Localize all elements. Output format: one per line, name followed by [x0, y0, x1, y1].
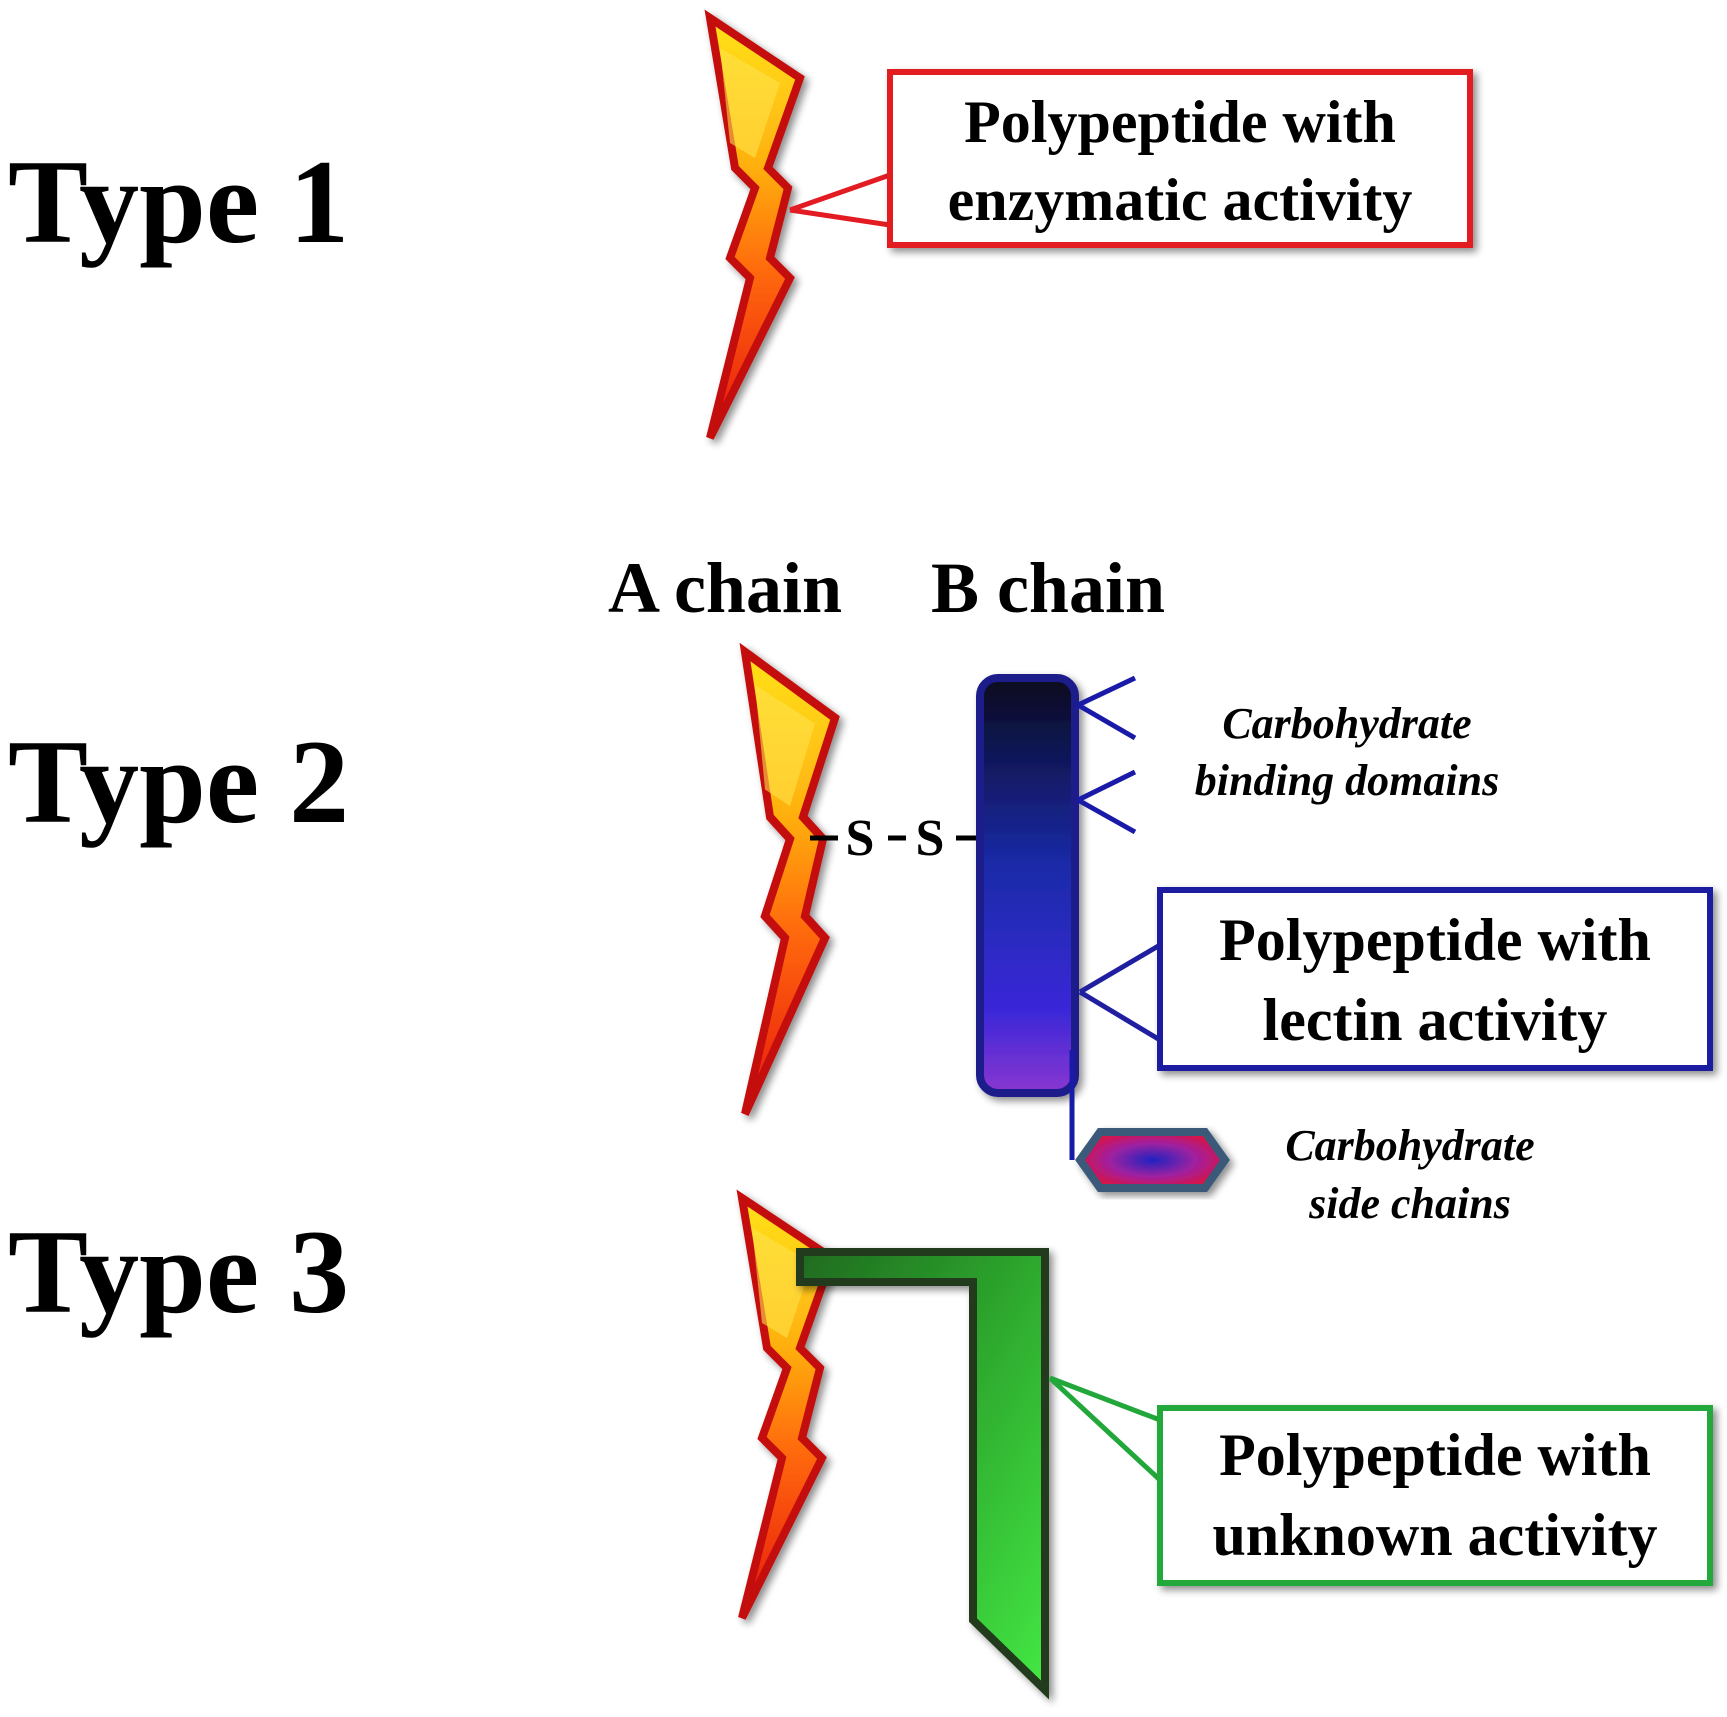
- binding-prong-2-icon: [1076, 769, 1137, 835]
- type-1-label: Type 1: [8, 135, 349, 268]
- b-chain-label: B chain: [931, 548, 1165, 628]
- type-3-b-chain-icon: [796, 1248, 1049, 1700]
- type-3-callout-line: [1048, 1375, 1163, 1582]
- type-2-box-line2: lectin activity: [1263, 987, 1608, 1053]
- type-3-box-line1: Polypeptide with: [1219, 1422, 1651, 1488]
- sulfur-2: S: [916, 810, 945, 867]
- type-2-callout-line: [1078, 895, 1163, 1068]
- carb-side-line1: Carbohydrate: [1285, 1121, 1534, 1170]
- a-chain-label: A chain: [608, 548, 842, 628]
- type-3-label: Type 3: [8, 1205, 349, 1338]
- sulfur-1: S: [846, 810, 875, 867]
- type-2-label: Type 2: [8, 715, 349, 848]
- type-1-box-line1: Polypeptide with: [964, 89, 1396, 155]
- type-1-box: [887, 69, 1473, 248]
- type-1-callout-line: [789, 105, 893, 245]
- type-1-a-chain-bolt-icon: [710, 18, 800, 438]
- binding-prong-1-icon: [1076, 675, 1137, 741]
- type-1-box-line2: enzymatic activity: [948, 167, 1413, 233]
- carb-side-line2: side chains: [1308, 1179, 1511, 1228]
- type-2-box: [1157, 887, 1713, 1071]
- type-3-box: [1157, 1405, 1713, 1586]
- carb-binding-line1: Carbohydrate: [1222, 699, 1471, 748]
- type-3-box-line2: unknown activity: [1212, 1502, 1657, 1568]
- b-chain-bar: [976, 674, 1079, 1097]
- type-2-a-chain-bolt-icon: [745, 652, 835, 1114]
- type-2-box-line1: Polypeptide with: [1219, 907, 1651, 973]
- carbohydrate-side-chain-icon: [1075, 1128, 1230, 1192]
- carb-binding-line2: binding domains: [1195, 756, 1499, 805]
